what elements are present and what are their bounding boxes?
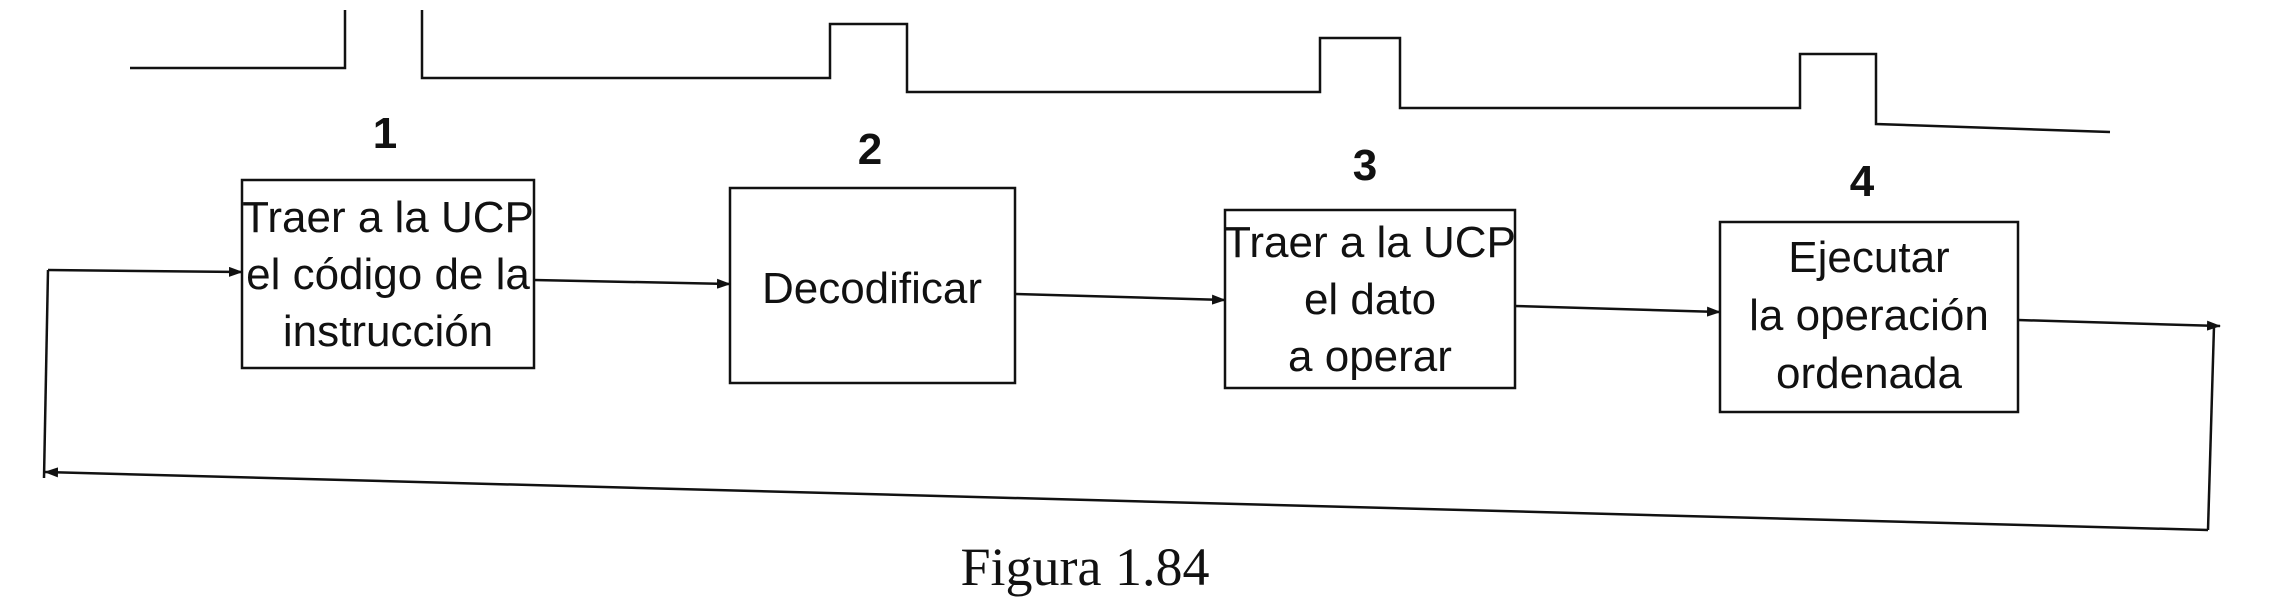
arrow-step-3-to-4 [1514, 304, 1721, 317]
arrow-into-step-1 [47, 266, 243, 277]
step-1-line-3: instrucción [283, 307, 493, 356]
step-box-3 [1223, 208, 1517, 390]
step-2-line-1: Decodificar [762, 264, 982, 313]
step-4-line-3: ordenada [1776, 349, 1962, 398]
step-box-4 [1718, 220, 2020, 414]
step-3-line-2: el dato [1304, 275, 1436, 324]
arrow-out-of-step-4 [2017, 318, 2221, 331]
loop-bottom-return [44, 467, 2209, 532]
step-box-2 [728, 186, 1017, 385]
clock-waveform-right [420, 10, 2111, 134]
loop-left-vertical [42, 269, 50, 479]
step-4-line-2: la operación [1749, 291, 1989, 340]
loop-right-vertical [2206, 325, 2216, 531]
step-box-1 [240, 178, 536, 370]
step-number-3: 3 [1353, 141, 1377, 190]
clock-waveform-left [130, 10, 347, 70]
figure-caption: Figura 1.84 [961, 537, 1210, 597]
arrow-step-1-to-2 [533, 278, 731, 289]
step-1-line-1: Traer a la UCP [242, 193, 534, 242]
step-3-line-3: a operar [1288, 332, 1452, 381]
step-3-line-1: Traer a la UCP [1224, 218, 1516, 267]
step-number-1: 1 [373, 109, 397, 158]
step-1-line-2: el código de la [246, 250, 530, 299]
step-number-2: 2 [858, 125, 882, 174]
arrow-step-2-to-3 [1014, 292, 1226, 305]
step-number-4: 4 [1850, 157, 1875, 206]
step-4-line-1: Ejecutar [1788, 233, 1949, 282]
